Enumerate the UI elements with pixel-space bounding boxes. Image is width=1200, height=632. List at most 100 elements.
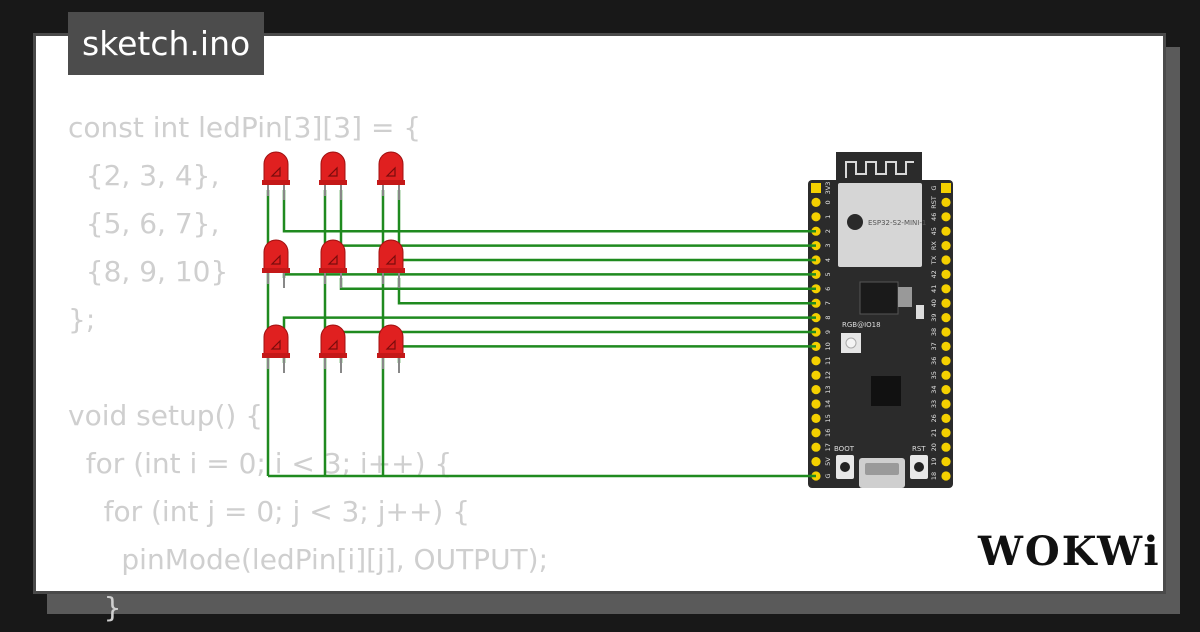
pin-label: 34 — [930, 385, 938, 393]
pin-pad[interactable] — [941, 356, 951, 366]
pin-label: 35 — [930, 371, 938, 379]
pin-label: 18 — [930, 472, 938, 480]
led-rim — [319, 180, 347, 185]
led-rim — [262, 268, 290, 273]
pin-pad[interactable] — [941, 471, 951, 481]
pin-label: 5V — [824, 457, 832, 466]
red-led[interactable] — [262, 239, 290, 288]
led-body — [320, 151, 346, 183]
pin-label: 38 — [930, 328, 938, 336]
led-die — [385, 254, 396, 265]
pin-pad[interactable] — [811, 413, 821, 423]
pin-label: 0 — [824, 200, 832, 204]
pin-label: 39 — [930, 313, 938, 321]
pin-label: 1 — [824, 215, 832, 219]
led-body — [263, 324, 289, 356]
pin-label: 2 — [824, 229, 832, 233]
pin-pad[interactable] — [941, 327, 951, 337]
pin-label: 6 — [824, 287, 832, 291]
signal-wire[interactable] — [339, 278, 816, 291]
pin-label: 41 — [930, 285, 938, 293]
pin-label: 21 — [930, 429, 938, 437]
signal-wire[interactable] — [282, 190, 816, 233]
pin-label: 37 — [930, 342, 938, 350]
rst-button-cap[interactable] — [914, 462, 924, 472]
pin-pad[interactable] — [811, 399, 821, 409]
led-die — [385, 339, 396, 350]
module-label: ESP32-S2-MINI-1 — [868, 219, 926, 227]
wokwi-logo: WOKWi — [978, 528, 1161, 575]
led-matrix — [262, 151, 405, 373]
red-led[interactable] — [377, 151, 405, 200]
signal-wire[interactable] — [397, 345, 816, 363]
signal-wire[interactable] — [397, 278, 816, 305]
led-body — [378, 239, 404, 271]
pin-pad[interactable] — [941, 457, 951, 467]
antenna-trace — [845, 161, 914, 178]
pin-label: 33 — [930, 400, 938, 408]
pin-label: RX — [930, 241, 938, 251]
pin-pad[interactable] — [941, 385, 951, 395]
red-led[interactable] — [377, 324, 405, 373]
esp32-board[interactable]: ESP32-S2-MINI-1 RGB@IO18 BOOT RST 3V3012… — [808, 152, 953, 488]
pin-pad[interactable] — [811, 183, 821, 193]
pin-pad[interactable] — [941, 298, 951, 308]
led-body — [263, 239, 289, 271]
red-led[interactable] — [319, 324, 347, 373]
code-line: }; — [68, 303, 96, 336]
led-rim — [262, 353, 290, 358]
led-rim — [319, 268, 347, 273]
pin-pad[interactable] — [941, 284, 951, 294]
pin-pad[interactable] — [811, 457, 821, 467]
pin-pad[interactable] — [811, 356, 821, 366]
pin-label: 36 — [930, 357, 938, 365]
boot-label: BOOT — [834, 445, 855, 453]
pin-pad[interactable] — [941, 313, 951, 323]
red-led[interactable] — [262, 151, 290, 200]
pin-pad[interactable] — [941, 241, 951, 251]
led-body — [320, 239, 346, 271]
red-led[interactable] — [262, 324, 290, 373]
pin-pad[interactable] — [941, 370, 951, 380]
led-body — [320, 324, 346, 356]
signal-wire[interactable] — [397, 190, 816, 262]
pin-label: 7 — [824, 301, 832, 305]
pin-pad[interactable] — [941, 255, 951, 265]
signal-wire[interactable] — [282, 273, 816, 278]
pin-label: 45 — [930, 227, 938, 235]
led-body — [378, 324, 404, 356]
code-line: pinMode(ledPin[i][j], OUTPUT); — [68, 543, 549, 576]
pin-pad[interactable] — [941, 197, 951, 207]
right-pin-header: GRST4645RXTX4241403938373635343326212019… — [930, 183, 951, 481]
pin-pad[interactable] — [941, 428, 951, 438]
red-led[interactable] — [377, 239, 405, 288]
led-rim — [319, 353, 347, 358]
antenna-area — [836, 152, 922, 182]
pin-pad[interactable] — [941, 226, 951, 236]
pin-pad[interactable] — [811, 442, 821, 452]
pin-pad[interactable] — [811, 197, 821, 207]
code-line: const int ledPin[3][3] = { — [68, 111, 422, 144]
pin-pad[interactable] — [811, 370, 821, 380]
pin-pad[interactable] — [941, 183, 951, 193]
red-led[interactable] — [319, 239, 347, 288]
pin-pad[interactable] — [941, 269, 951, 279]
red-led[interactable] — [319, 151, 347, 200]
file-tab[interactable]: sketch.ino — [68, 12, 265, 75]
pin-label: 13 — [824, 385, 832, 393]
usb-chip — [871, 376, 901, 406]
pin-pad[interactable] — [811, 212, 821, 222]
pin-pad[interactable] — [811, 428, 821, 438]
rst-label: RST — [912, 445, 926, 453]
pin-pad[interactable] — [941, 341, 951, 351]
pin-pad[interactable] — [941, 442, 951, 452]
signal-wire[interactable] — [282, 316, 816, 363]
boot-button-cap[interactable] — [840, 462, 850, 472]
code-line: } — [68, 591, 122, 624]
led-body — [378, 151, 404, 183]
pin-pad[interactable] — [811, 385, 821, 395]
pin-pad[interactable] — [941, 212, 951, 222]
pin-pad[interactable] — [941, 413, 951, 423]
signal-wire[interactable] — [339, 190, 816, 247]
pin-pad[interactable] — [941, 399, 951, 409]
